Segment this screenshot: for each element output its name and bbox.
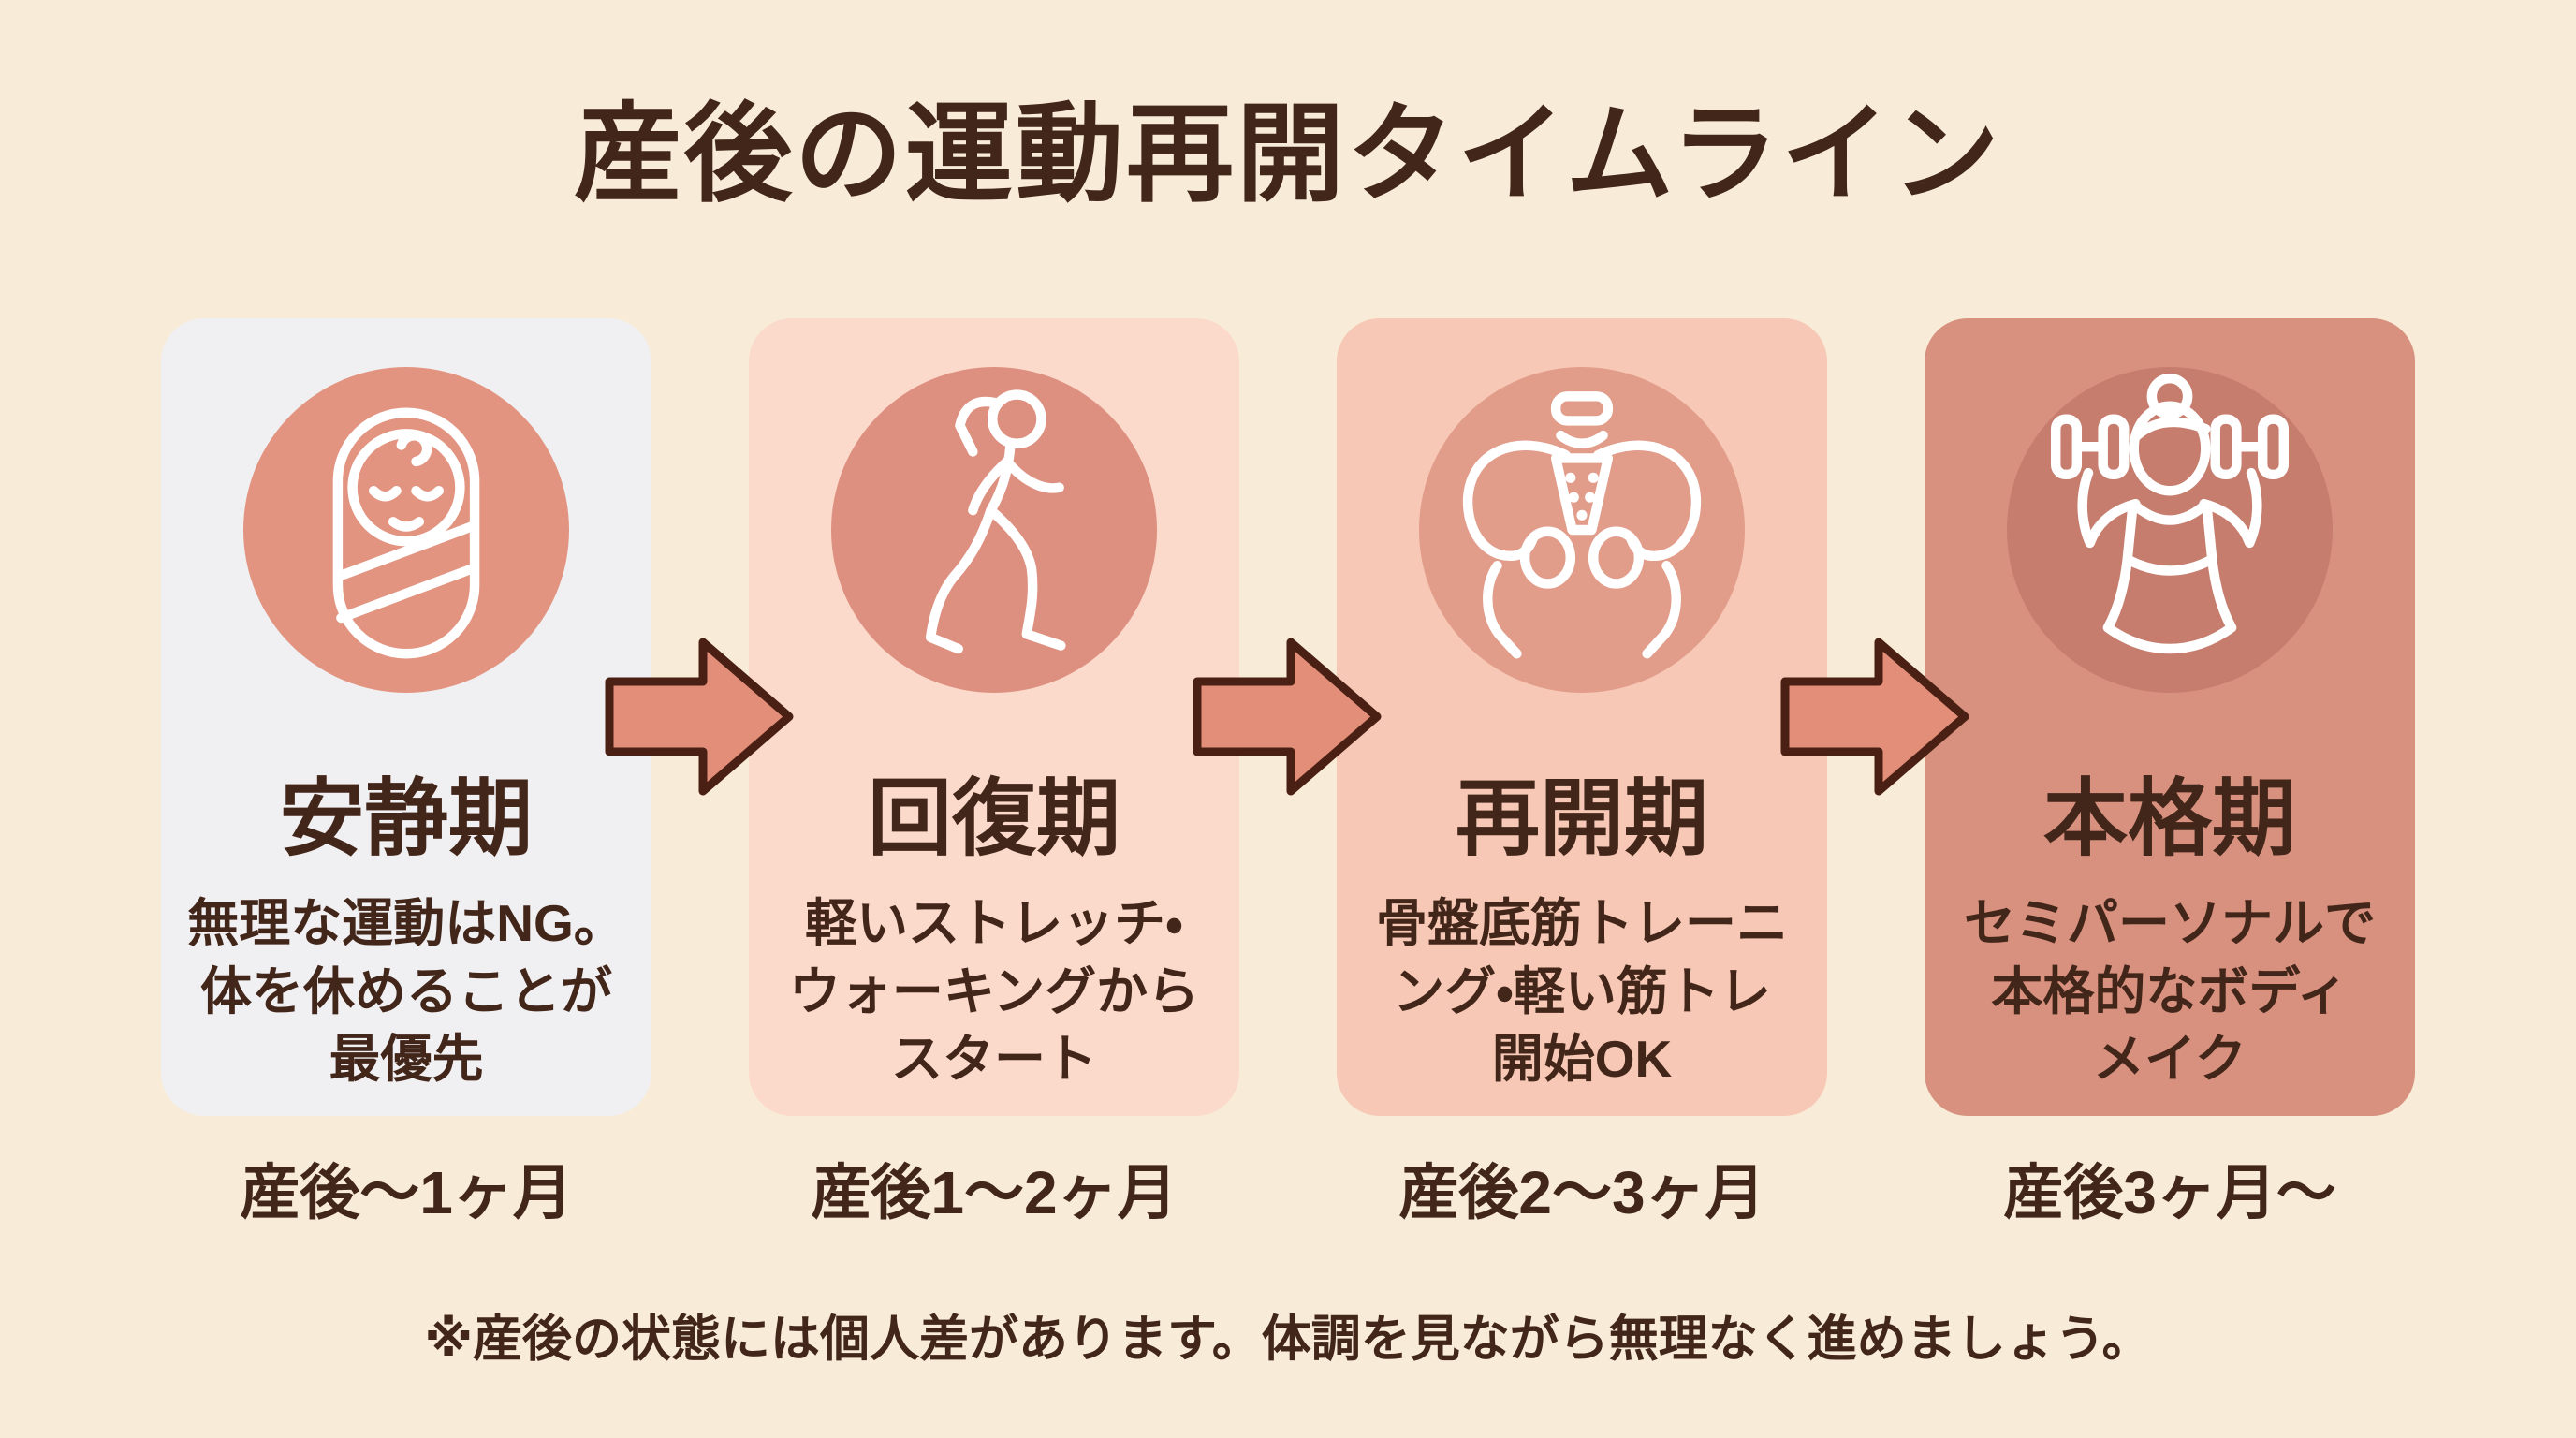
desc-line: ウォーキングから bbox=[788, 961, 1200, 1020]
period-label: 産後2〜3ヶ月 bbox=[1398, 1159, 1765, 1226]
walking-woman-icon bbox=[925, 389, 1066, 654]
desc-line: 無理な運動はNG。 bbox=[187, 894, 625, 952]
desc-line: スタート bbox=[890, 1030, 1097, 1089]
stage-title: 再開期 bbox=[1456, 772, 1708, 866]
desc-line: 軽いストレッチ・ bbox=[805, 894, 1183, 952]
stage-card-rest: 安静期 無理な運動はNG。 体を休めることが 最優先 bbox=[161, 318, 651, 1116]
flow-arrow-icon bbox=[1193, 638, 1382, 796]
period-label: 産後3ヶ月〜 bbox=[2003, 1159, 2336, 1226]
stage-description: セミパーソナルで 本格的なボディ メイク bbox=[1964, 889, 2376, 1093]
dumbbell-woman-icon bbox=[2050, 373, 2290, 654]
footnote: ※産後の状態には個人差があります。体調を見ながら無理なく進めましょう。 bbox=[424, 1312, 2152, 1367]
stage-title: 回復期 bbox=[868, 772, 1120, 866]
pelvis-icon bbox=[1462, 391, 1702, 659]
stage-icon-circle bbox=[243, 367, 569, 693]
desc-line: 最優先 bbox=[329, 1030, 484, 1089]
period-label: 産後1〜2ヶ月 bbox=[811, 1159, 1178, 1226]
page-title: 産後の運動再開タイムライン bbox=[574, 95, 2002, 214]
period-label: 産後〜1ヶ月 bbox=[240, 1159, 573, 1226]
stage-cards-row: 安静期 無理な運動はNG。 体を休めることが 最優先 bbox=[0, 318, 2576, 1116]
stage-description: 骨盤底筋トレーニ ング・軽い筋トレ 開始OK bbox=[1376, 889, 1788, 1093]
desc-line: 体を休めることが bbox=[199, 961, 612, 1020]
swaddled-baby-icon bbox=[332, 407, 480, 659]
stage-icon-circle bbox=[2007, 367, 2333, 693]
stage-icon-circle bbox=[1419, 367, 1745, 693]
stage-card-resume: 再開期 骨盤底筋トレーニ ング・軽い筋トレ 開始OK bbox=[1337, 318, 1827, 1116]
stage-card-fullscale: 本格期 セミパーソナルで 本格的なボディ メイク bbox=[1925, 318, 2415, 1116]
stage-icon-circle bbox=[831, 367, 1157, 693]
stage-title: 安静期 bbox=[280, 772, 533, 866]
desc-line: 本格的なボディ bbox=[1991, 961, 2349, 1020]
stage-card-recovery: 回復期 軽いストレッチ・ ウォーキングから スタート bbox=[749, 318, 1239, 1116]
desc-line: セミパーソナルで bbox=[1963, 894, 2376, 952]
stage-title: 本格期 bbox=[2043, 772, 2296, 866]
desc-line: メイク bbox=[2093, 1030, 2247, 1089]
desc-line: ング・軽い筋トレ bbox=[1393, 961, 1771, 1020]
desc-line: 骨盤底筋トレーニ bbox=[1375, 894, 1788, 952]
stage-description: 軽いストレッチ・ ウォーキングから スタート bbox=[789, 889, 1199, 1093]
desc-line: 開始OK bbox=[1491, 1030, 1673, 1089]
stage-description: 無理な運動はNG。 体を休めることが 最優先 bbox=[187, 889, 625, 1093]
flow-arrow-icon bbox=[1780, 638, 1969, 796]
flow-arrow-icon bbox=[605, 638, 794, 796]
period-labels-row: 産後〜1ヶ月 産後1〜2ヶ月 産後2〜3ヶ月 産後3ヶ月〜 bbox=[0, 1163, 2576, 1223]
